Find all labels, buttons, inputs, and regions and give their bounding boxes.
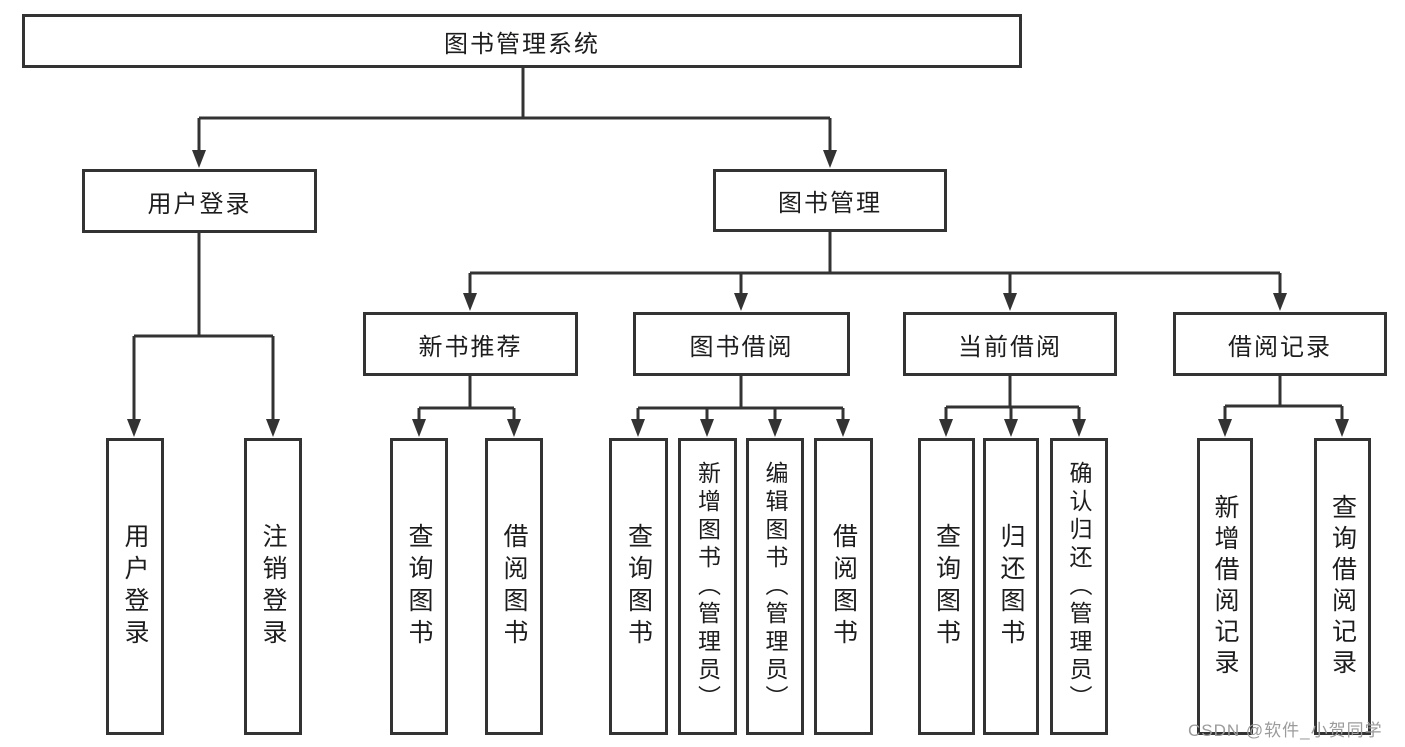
leaf-query-books-recommend: 查询图书 (390, 438, 448, 735)
csdn-watermark: CSDN @软件_小贺同学 (1188, 721, 1383, 740)
leaf-label: 查询借阅记录 (1328, 493, 1357, 680)
leaf-add-book-admin: 新增图书（管理员） (678, 438, 737, 735)
leaf-label: 查询图书 (624, 522, 653, 651)
node-user-login: 用户登录 (82, 169, 317, 233)
connector-userlogin-to-leaves (132, 233, 275, 421)
leaf-edit-book-admin: 编辑图书（管理员） (746, 438, 804, 735)
leaf-label: 归还图书 (997, 522, 1025, 651)
leaf-label: 新增借阅记录 (1211, 493, 1239, 680)
node-book-management: 图书管理 (713, 169, 947, 232)
leaf-label: 新增图书（管理员） (694, 460, 721, 713)
node-new-book-recommend: 新书推荐 (363, 312, 578, 376)
leaf-logout: 注销登录 (244, 438, 302, 735)
node-current-borrow: 当前借阅 (903, 312, 1117, 376)
connector-management-to-level3 (468, 232, 1282, 295)
leaf-label: 用户登录 (121, 522, 149, 651)
leaf-label: 编辑图书（管理员） (762, 460, 788, 713)
leaf-label: 确认归还（管理员） (1066, 460, 1092, 713)
leaf-label: 借阅图书 (829, 522, 858, 651)
connector-borrow-to-leaves (636, 376, 845, 421)
leaf-query-books-borrow: 查询图书 (609, 438, 668, 735)
leaf-confirm-return-admin: 确认归还（管理员） (1050, 438, 1108, 735)
leaf-query-books-current: 查询图书 (918, 438, 975, 735)
connector-root-to-level2 (197, 68, 832, 152)
leaf-add-borrow-record: 新增借阅记录 (1197, 438, 1253, 735)
node-book-borrow: 图书借阅 (633, 312, 850, 376)
leaf-label: 注销登录 (259, 522, 287, 651)
leaf-return-book: 归还图书 (983, 438, 1039, 735)
connector-records-to-leaves (1223, 376, 1344, 421)
leaf-borrow-books-recommend: 借阅图书 (485, 438, 543, 735)
leaf-query-borrow-record: 查询借阅记录 (1314, 438, 1371, 735)
leaf-label: 借阅图书 (500, 522, 528, 651)
leaf-label: 查询图书 (405, 522, 433, 651)
node-library-system: 图书管理系统 (22, 14, 1022, 68)
connector-recommend-to-leaves (417, 376, 516, 421)
leaf-user-login: 用户登录 (106, 438, 164, 735)
leaf-label: 查询图书 (932, 522, 961, 651)
leaf-borrow-books: 借阅图书 (814, 438, 873, 735)
node-borrow-records: 借阅记录 (1173, 312, 1387, 376)
connector-current-to-leaves (944, 376, 1081, 421)
